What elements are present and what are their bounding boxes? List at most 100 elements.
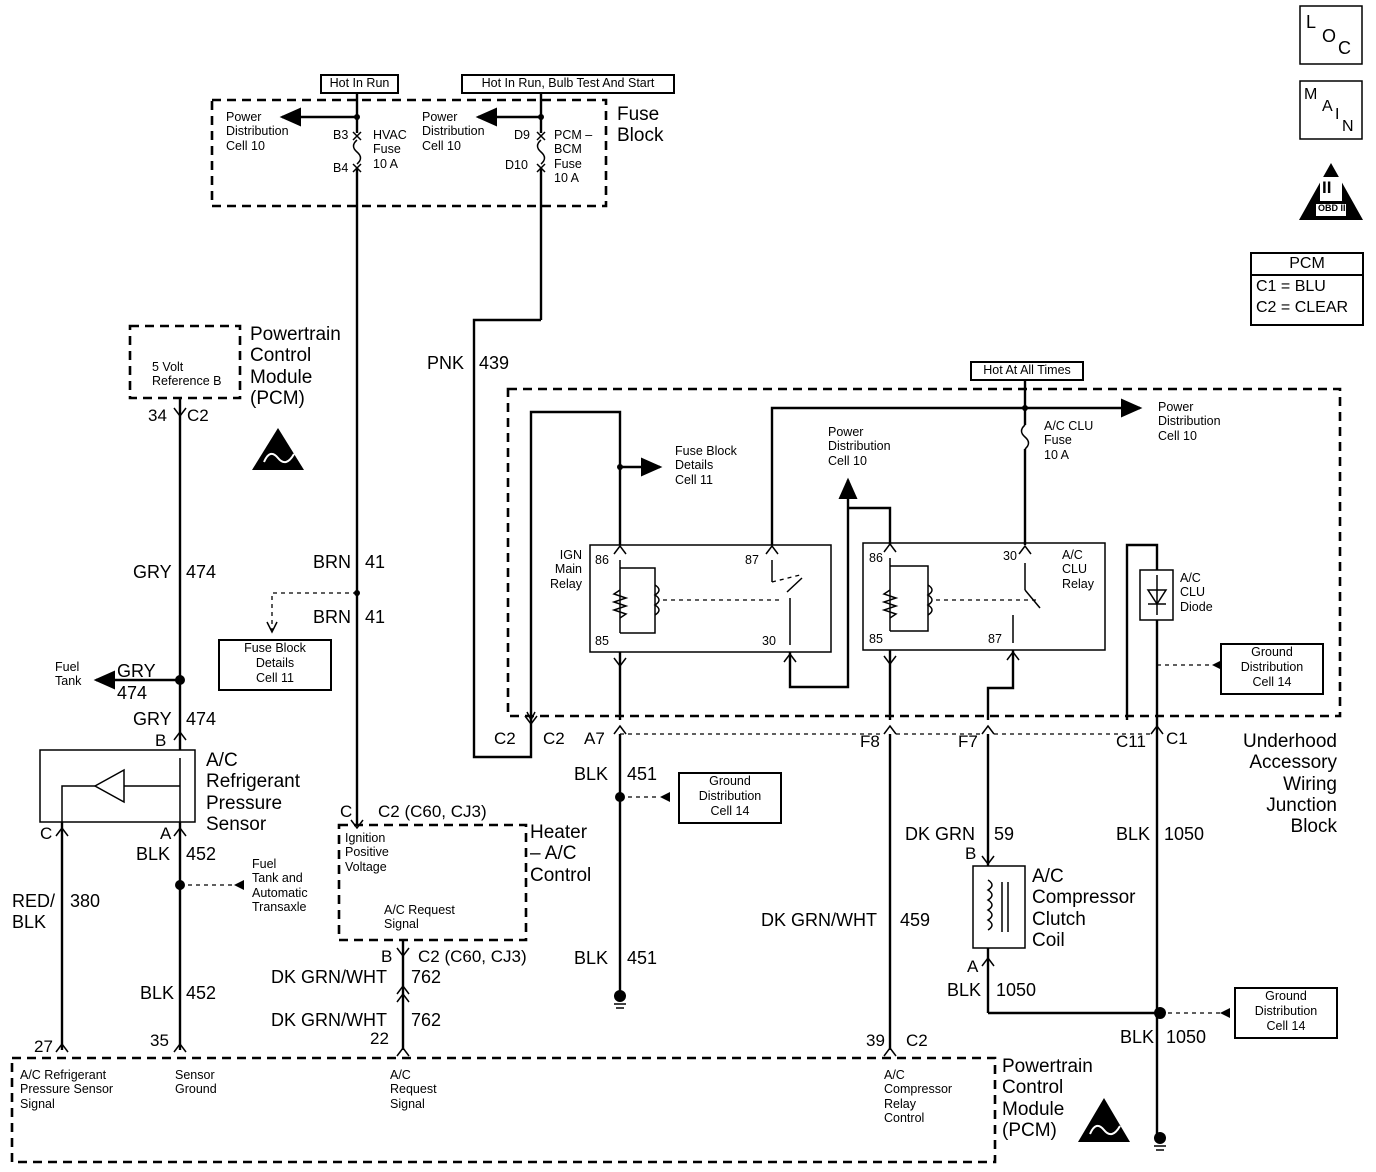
main-m: M (1304, 86, 1318, 103)
pcm-key: PCM C1 = BLU C2 = CLEAR (1250, 252, 1364, 326)
hot-in-run-bulb-label: Hot In Run, Bulb Test And Start (461, 74, 675, 94)
compressor-pin-a: A (967, 957, 979, 976)
clu-pin-86: 86 (869, 551, 883, 565)
main-i: I (1335, 106, 1340, 123)
pressure-sensor-box (39, 749, 196, 823)
main-n: N (1342, 118, 1354, 135)
wire-dkgrnwht-762b-num: 762 (411, 1010, 442, 1030)
clu-relay-box (862, 542, 1106, 651)
obd-mark: II (1322, 178, 1332, 197)
wire-dkgrnwht-459-num: 459 (900, 910, 931, 930)
sensor-pin-c: C (40, 824, 53, 843)
wire-brn-41b-color: BRN (313, 607, 352, 627)
wire-gry-474b-color: GRY (133, 709, 172, 729)
ujb-c2b: C2 (543, 729, 565, 748)
ujb-f8: F8 (860, 732, 880, 751)
wire-blk-451-num: 451 (627, 764, 658, 784)
loc-box (1299, 5, 1363, 65)
pcm-top-c2: C2 (187, 406, 209, 425)
wire-dkgrnwht-762-num: 762 (411, 967, 442, 987)
ign-pin-30: 30 (762, 634, 776, 648)
clu-pin-85: 85 (869, 632, 883, 646)
ign-relay-box (589, 544, 832, 653)
heater-conn-bot: C2 (C60, CJ3) (418, 947, 527, 966)
pcm-pin-27: 27 (34, 1037, 53, 1056)
wire-blk-452b-num: 452 (186, 983, 217, 1003)
wire-blk-451-color: BLK (574, 764, 609, 784)
wire-blk-1050b-color: BLK (947, 980, 982, 1000)
esd-icon-top (252, 428, 304, 470)
wire-dkgrn-59-num: 59 (994, 824, 1015, 844)
wire-gry-474-num: 474 (186, 562, 217, 582)
pin-d9: D9 (514, 128, 530, 142)
obd-label: OBD II (1318, 203, 1346, 213)
ujb-c1: C1 (1166, 729, 1188, 748)
pcm-pin-22: 22 (370, 1029, 389, 1048)
ign-pin-86: 86 (595, 553, 609, 567)
pcm-bottom-c2: C2 (906, 1031, 928, 1050)
wire-blk-452-color: BLK (136, 844, 171, 864)
ign-pin-85: 85 (595, 634, 609, 648)
wire-gry-474-color: GRY (133, 562, 172, 582)
wire-pnk-439 (472, 318, 541, 759)
hot-at-all-times-label: Hot At All Times (970, 361, 1084, 381)
wire-brn-41-color: BRN (313, 552, 352, 572)
ujb-c2a: C2 (494, 729, 516, 748)
wire-dkgrn-59-color: DK GRN (905, 824, 976, 844)
main-box (1299, 80, 1363, 140)
clu-pin-87: 87 (988, 632, 1002, 646)
wire-pnk-color: PNK (427, 353, 465, 373)
wire-red-blk-color: RED/BLK (12, 891, 56, 932)
wire-brn-41-num: 41 (365, 552, 386, 572)
loc-c: C (1338, 38, 1351, 58)
wire-fuel-gry-num: 474 (117, 683, 148, 703)
fuse-block-box (210, 98, 608, 208)
pcm-top-pin34: 34 (148, 406, 167, 425)
wire-blk-451b-color: BLK (574, 948, 609, 968)
wire-blk-1050c-color: BLK (1120, 1027, 1155, 1047)
pin-d10: D10 (505, 158, 528, 172)
compressor-coil-box (972, 865, 1026, 949)
pcm-key-c1: C1 = BLU (1256, 278, 1326, 295)
ujb-f7: F7 (958, 732, 978, 751)
wire-fuel-gry-color: GRY (117, 661, 156, 681)
ujb-box (506, 387, 1342, 718)
wire-blk-452b-color: BLK (140, 983, 175, 1003)
esd-icon-bottom (1078, 1098, 1130, 1142)
ign-pin-87: 87 (745, 553, 759, 567)
hot-in-run-label: Hot In Run (320, 74, 399, 94)
pin-b4: B4 (333, 161, 349, 175)
wire-blk-1050b-num: 1050 (996, 980, 1037, 1000)
loc-o: O (1322, 26, 1337, 46)
wire-dkgrnwht-762-color: DK GRN/WHT (271, 967, 387, 987)
pcm-key-title: PCM (1252, 254, 1362, 276)
pcm-pin-39: 39 (866, 1031, 885, 1050)
wire-dkgrnwht-459-color: DK GRN/WHT (761, 910, 877, 930)
ujb-a7: A7 (584, 729, 605, 748)
